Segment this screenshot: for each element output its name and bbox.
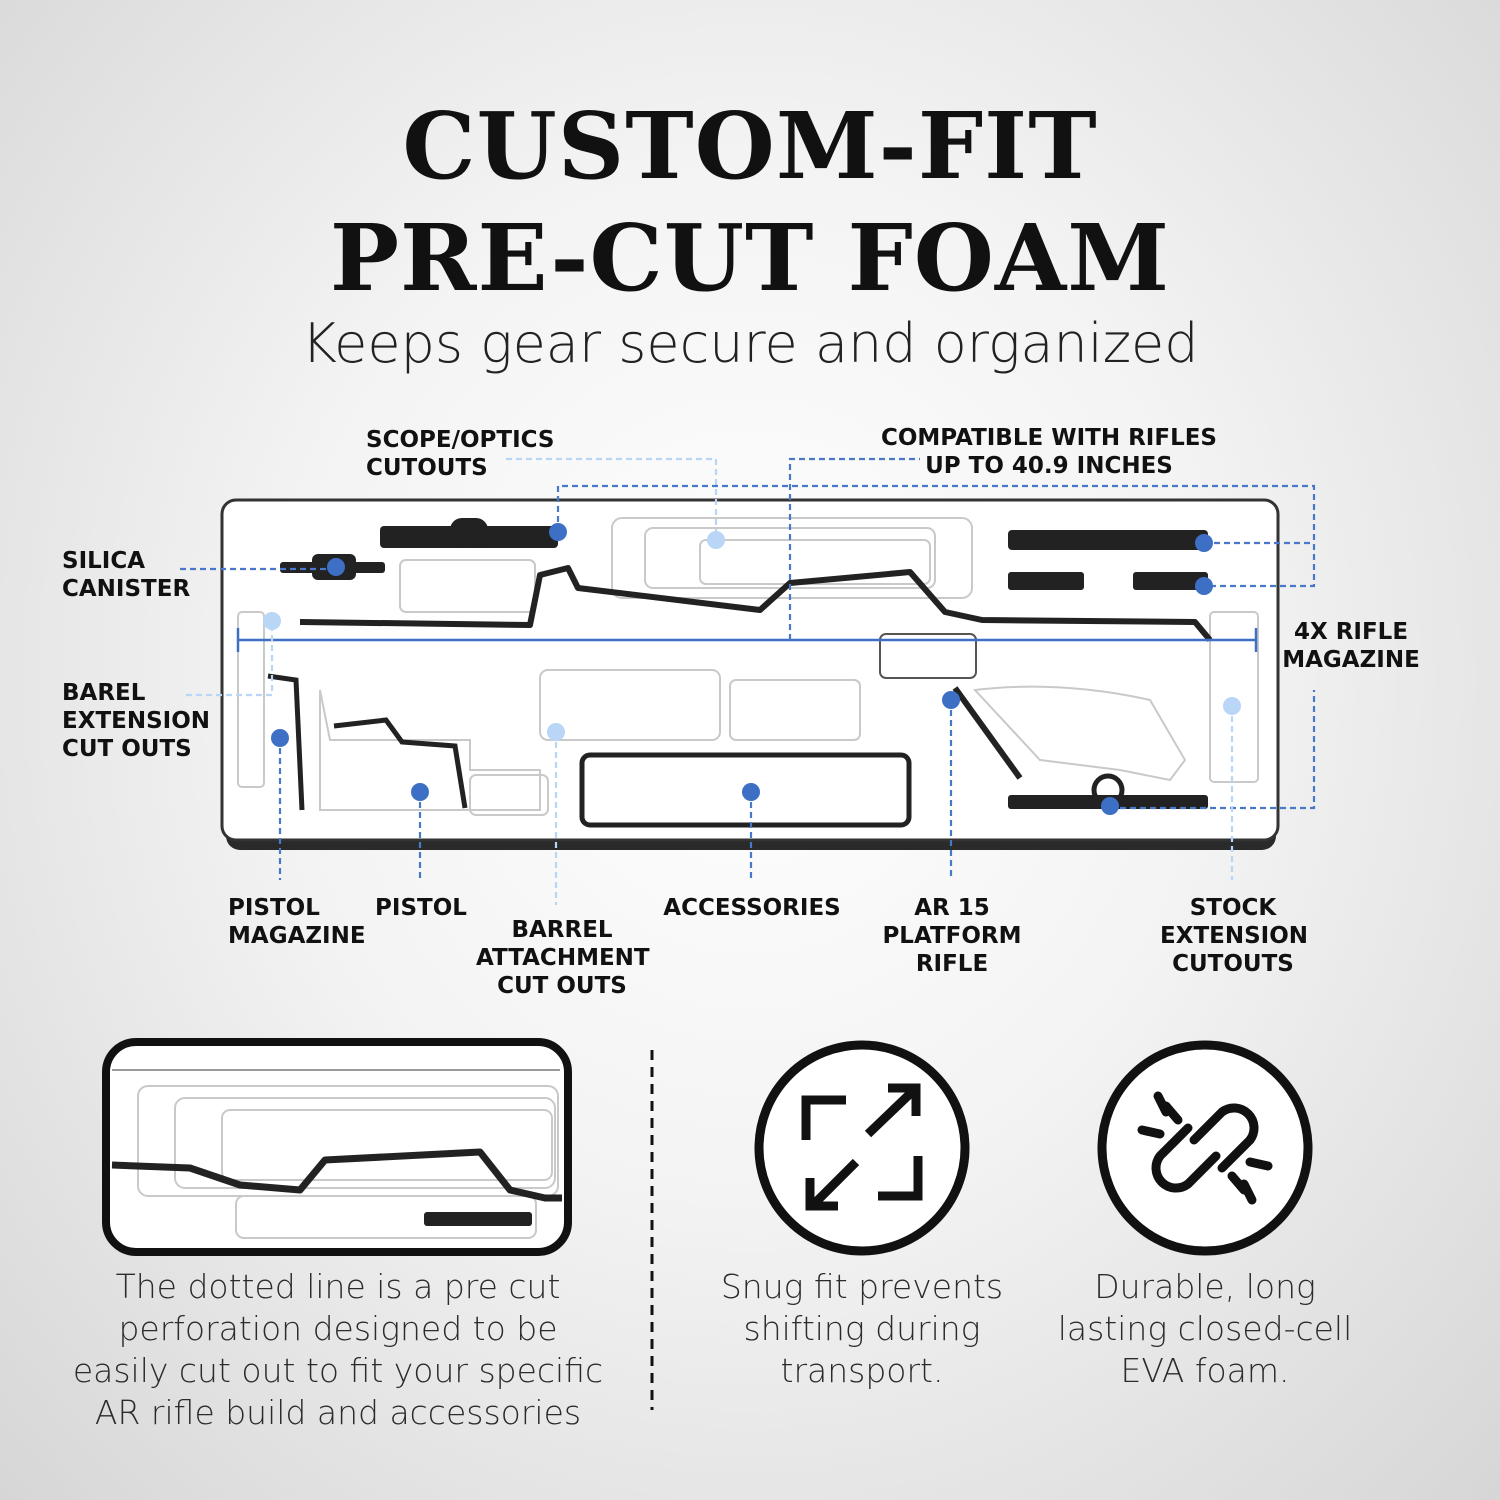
marker-stock [1223, 697, 1241, 715]
dark-blocks [280, 518, 1208, 809]
marker-accessories [742, 783, 760, 801]
markers [263, 523, 1241, 815]
marker-optics [707, 531, 725, 549]
marker-barrel-attach [547, 723, 565, 741]
marker-mag-2 [1195, 577, 1213, 595]
marker-rifle-mag-3 [1101, 797, 1119, 815]
perforation-zoom-panel [102, 1038, 572, 1256]
marker-ar15 [942, 691, 960, 709]
marker-silica [327, 558, 345, 576]
durable-foam-description: Durable, long lasting closed-cell EVA fo… [1057, 1267, 1353, 1390]
pistol-cutout [267, 633, 977, 828]
title-line-1: CUSTOM-FIT [402, 92, 1098, 200]
rifle-cutout [299, 565, 1213, 780]
broken-chain-icon [1097, 1040, 1313, 1256]
label-accessories: ACCESSORIES [663, 895, 841, 921]
title-line-2: PRE-CUT FOAM [329, 204, 1171, 312]
subtitle: Keeps gear secure and organized [301, 312, 1199, 375]
marker-pistol-mag [271, 729, 289, 747]
leader-lines [180, 457, 1316, 905]
marker-scope [549, 523, 567, 541]
marker-mag-1 [1195, 534, 1213, 552]
expand-arrows-icon [754, 1040, 970, 1256]
perforation-description: The dotted line is a pre cut perforation… [72, 1267, 604, 1432]
marker-pistol [411, 783, 429, 801]
marker-barrel-ext [263, 612, 281, 630]
snug-fit-description: Snug fit prevents shifting during transp… [720, 1267, 1004, 1390]
length-measure-line [236, 628, 1258, 652]
perforation-outlines [237, 517, 1259, 816]
label-pistol: PISTOL [375, 895, 467, 921]
